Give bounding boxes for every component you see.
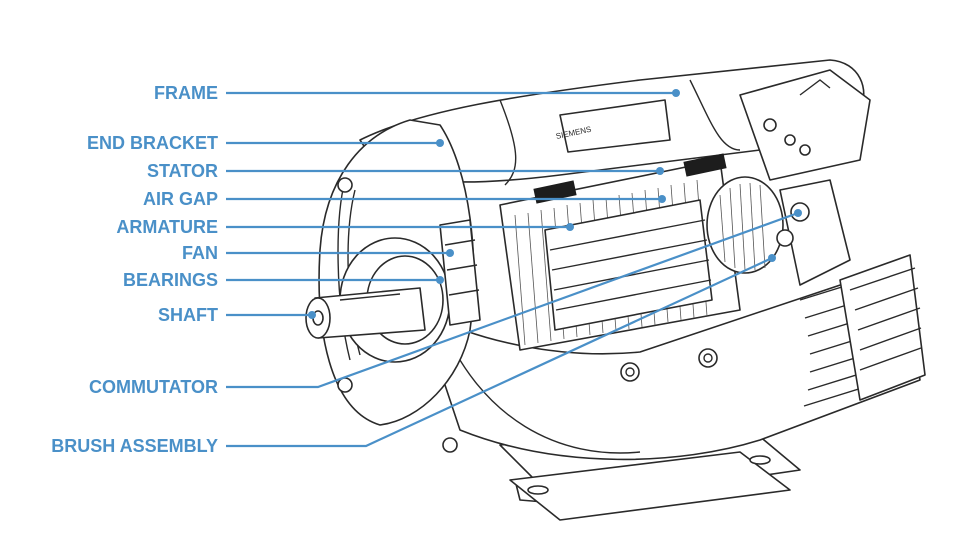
fan-shape [439, 219, 481, 326]
leader-air-gap-dot [658, 195, 666, 203]
frame-body [419, 254, 926, 461]
label-brush-assembly: BRUSH ASSEMBLY [51, 436, 218, 456]
leader-brush-assembly-dot [768, 254, 776, 262]
leader-fan-dot [446, 249, 454, 257]
leader-commutator-dot [794, 209, 802, 217]
leader-stator-dot [656, 167, 664, 175]
shaft-shape [305, 287, 426, 339]
label-shaft: SHAFT [158, 305, 218, 325]
label-end-bracket: END BRACKET [86, 133, 218, 153]
leader-frame-dot [672, 89, 680, 97]
motor-illustration: SIEMENS [305, 59, 926, 521]
label-stator: STATOR [147, 161, 218, 181]
stator-armature [499, 153, 851, 351]
label-bearings: BEARINGS [122, 270, 218, 290]
frame-top: SIEMENS [359, 59, 871, 186]
leader-bearings-dot [436, 276, 444, 284]
leader-lines [226, 89, 802, 448]
leader-end-bracket-dot [436, 139, 444, 147]
leader-shaft-dot [308, 311, 316, 319]
leader-commutator [226, 211, 799, 389]
label-air-gap: AIR GAP [142, 189, 218, 209]
leader-brush-assembly [226, 257, 773, 448]
label-commutator: COMMUTATOR [89, 377, 218, 397]
label-frame: FRAME [154, 83, 218, 103]
label-armature: ARMATURE [116, 217, 218, 237]
label-fan: FAN [182, 243, 218, 263]
leader-armature-dot [566, 223, 574, 231]
